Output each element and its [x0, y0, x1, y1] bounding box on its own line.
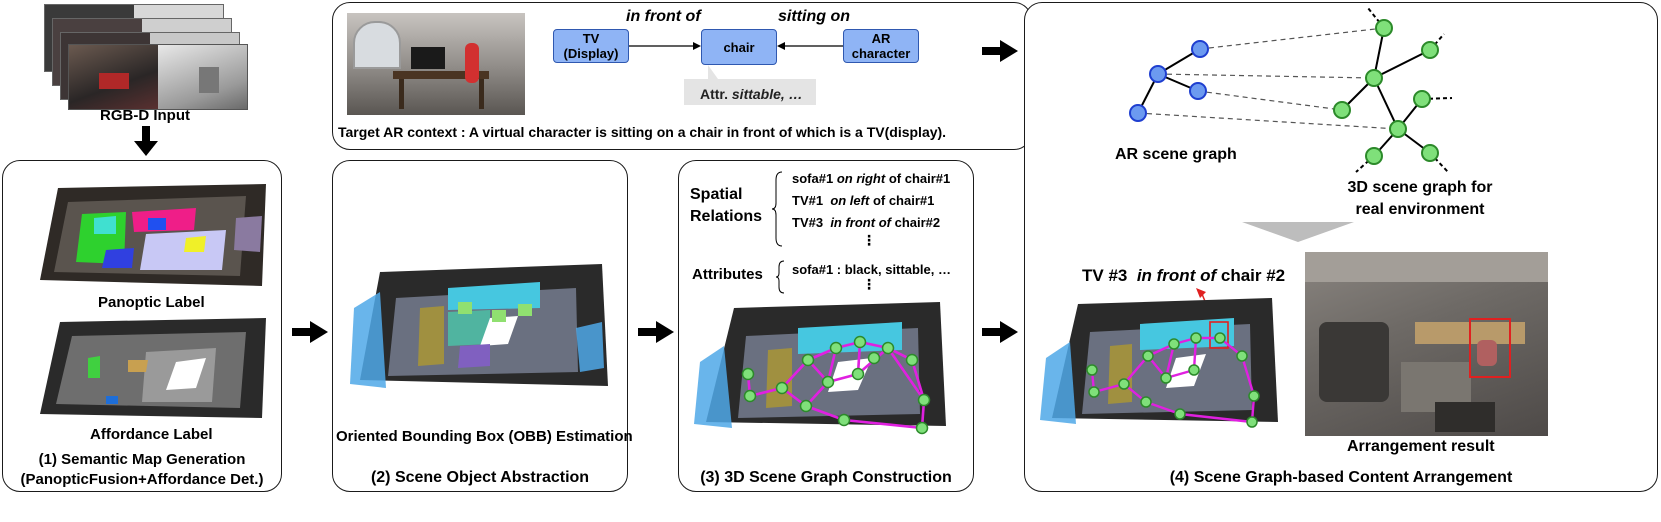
node-tv-line2: (Display)	[563, 46, 619, 61]
ar-context-render-image	[347, 13, 525, 115]
panel1-title: (1) Semantic Map Generation	[38, 451, 246, 468]
relation-row-2: TV#1 on left of chair#1	[792, 193, 934, 208]
relations-ellipsis: ⋮	[862, 232, 876, 248]
matched-subject: TV #3	[1082, 266, 1128, 285]
target-ar-context-caption: Target AR context : A virtual character …	[338, 124, 947, 140]
real-scene-graph-label-2: real environment	[1355, 201, 1485, 218]
obb-label: Oriented Bounding Box (OBB) Estimation	[336, 428, 633, 445]
panel1-subtitle: (PanopticFusion+Affordance Det.)	[20, 471, 264, 488]
edge-label-in-front-of: in front of	[626, 8, 701, 25]
node-chair: chair	[701, 29, 777, 65]
relation-3-predicate: in front of	[830, 215, 891, 230]
relations-brace	[771, 171, 783, 247]
attributes-ellipsis: ⋮	[862, 276, 876, 292]
node-ar-line2: character	[851, 46, 911, 61]
ar-scene-graph-label: AR scene graph	[1115, 146, 1237, 163]
panel4-title: (4) Scene Graph-based Content Arrangemen…	[1169, 469, 1513, 486]
node-chair-label: chair	[723, 39, 755, 55]
attr-callout-text: Attr. sittable, …	[700, 86, 803, 102]
panoptic-map-image	[36, 178, 272, 296]
panoptic-label: Panoptic Label	[98, 294, 205, 311]
relation-row-1: sofa#1 on right of chair#1	[792, 171, 950, 186]
panel4-scene-graph-image	[1036, 298, 1294, 438]
right-arrow-icon	[982, 40, 1018, 62]
right-arrow-icon	[638, 321, 674, 343]
real-scene-graph-label-1: 3D scene graph for	[1347, 179, 1493, 196]
spatial-heading-2: Relations	[690, 208, 763, 225]
panel3-title: (3) 3D Scene Graph Construction	[700, 469, 952, 486]
arrangement-result-image	[1305, 252, 1548, 436]
highlight-box	[1469, 318, 1511, 378]
attr-value: sittable, …	[731, 86, 803, 102]
relation-2-subject: TV#1	[792, 193, 824, 208]
node-tv-line1: TV	[582, 31, 600, 46]
edge-tv-to-chair	[629, 42, 701, 50]
affordance-label: Affordance Label	[90, 426, 213, 443]
node-tv-display: TV(Display)	[553, 29, 629, 63]
attributes-heading: Attributes	[692, 266, 763, 283]
relation-1-object: of chair#1	[888, 171, 951, 186]
relation-3-subject: TV#3	[792, 215, 824, 230]
down-arrow-icon	[134, 126, 158, 156]
attr-prefix: Attr.	[700, 86, 728, 102]
gray-down-arrow-icon	[1242, 222, 1354, 242]
rgbd-input-stack	[44, 4, 254, 110]
spatial-heading-1: Spatial	[690, 186, 743, 203]
right-arrow-icon	[982, 321, 1018, 343]
relation-2-predicate: on left	[830, 193, 870, 208]
matched-predicate: in front of	[1136, 266, 1217, 285]
affordance-map-image	[36, 318, 272, 426]
relation-row-3: TV#3 in front of chair#2	[792, 215, 940, 230]
relation-1-subject: sofa#1	[792, 171, 834, 186]
relation-1-predicate: on right	[836, 171, 886, 186]
relation-2-object: of chair#1	[872, 193, 935, 208]
rgbd-frame-front	[68, 44, 248, 110]
rgbd-input-caption: RGB-D Input	[100, 107, 190, 124]
arrangement-result-label: Arrangement result	[1347, 438, 1495, 455]
edge-label-sitting-on: sitting on	[778, 8, 850, 25]
right-arrow-icon	[292, 321, 328, 343]
edge-ar-to-chair	[777, 42, 843, 50]
graph-matching-diagram	[1129, 7, 1453, 173]
matched-relation: TV #3 in front of chair #2	[1082, 266, 1285, 286]
relation-3-object: chair#2	[894, 215, 941, 230]
panel2-title: (2) Scene Object Abstraction	[370, 469, 590, 486]
attributes-line: sofa#1 : black, sittable, …	[792, 262, 951, 277]
attr-callout-shape	[684, 65, 816, 105]
obb-map-image	[340, 248, 620, 416]
attributes-brace	[775, 260, 785, 294]
node-ar-line1: AR	[871, 31, 891, 46]
scene-graph-map-image	[688, 302, 968, 442]
matched-object: chair #2	[1220, 266, 1286, 285]
